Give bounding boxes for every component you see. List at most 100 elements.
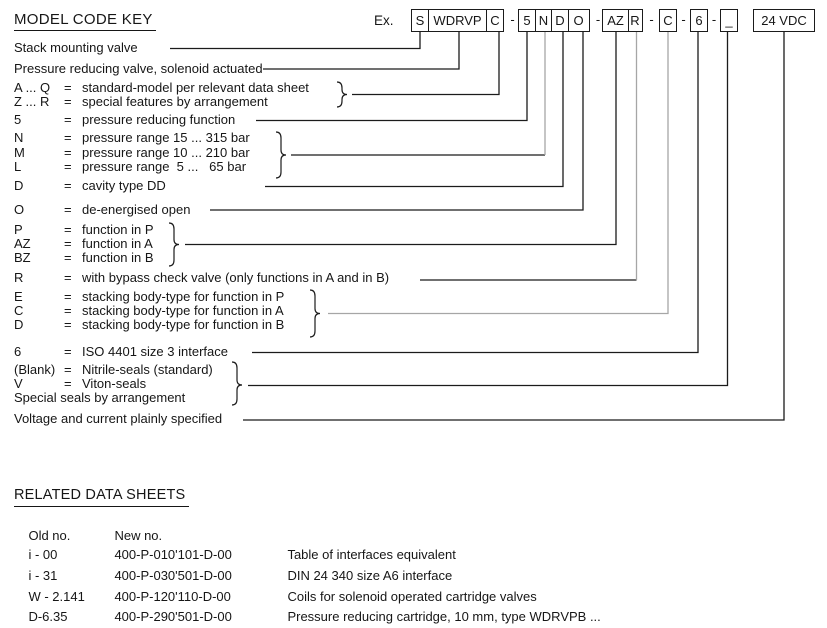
key-code: AZ (14, 236, 31, 251)
key-code: V (14, 376, 23, 391)
related-data-sheets-title: RELATED DATA SHEETS (14, 488, 190, 507)
key-code: BZ (14, 250, 31, 265)
voltage-box-label: 24 VDC (753, 9, 815, 32)
key-equals: = (64, 344, 72, 359)
column-header-new-no: New no. (114, 528, 163, 543)
key-code: C (14, 303, 24, 318)
code-segment-3: AZ R (602, 9, 643, 32)
key-equals: = (64, 362, 72, 377)
code-cell-D: D (551, 9, 569, 32)
code-separator: - (595, 12, 601, 27)
key-equals: = (64, 80, 72, 95)
key-description: Stack mounting valve (14, 40, 138, 55)
key-description: with bypass check valve (only functions … (82, 270, 390, 285)
code-separator: - (711, 12, 717, 27)
key-description: pressure range 10 ... 210 bar (82, 145, 250, 160)
key-description: cavity type DD (82, 178, 166, 193)
code-segment-6: _ (720, 9, 738, 32)
key-equals: = (64, 145, 72, 160)
key-equals: = (64, 159, 72, 174)
key-description: Special seals by arrangement (14, 390, 186, 405)
key-code: A ... Q (14, 80, 51, 95)
key-code: L (14, 159, 22, 174)
key-row: (Blank) = Nitrile-seals (standard) (14, 363, 213, 377)
key-equals: = (64, 94, 72, 109)
code-segment-5: 6 (690, 9, 708, 32)
key-row: L=pressure range 5 ... 65 bar (14, 160, 246, 174)
key-row: P=function in P (14, 223, 154, 237)
brace-stacking (309, 289, 321, 338)
key-equals: = (64, 376, 72, 391)
new-no: 400-P-290'501-D-00 (114, 609, 232, 624)
key-equals: = (64, 112, 72, 127)
sheet-description: DIN 24 340 size A6 interface (287, 568, 453, 583)
related-row: D-6.35 400-P-290'501-D-00 Pressure reducin… (14, 596, 601, 628)
key-code: O (14, 202, 25, 217)
key-row: 5=pressure reducing function (14, 113, 235, 127)
key-equals: = (64, 130, 72, 145)
key-equals: = (64, 178, 72, 193)
new-no: 400-P-120'110-D-00 (114, 589, 231, 604)
code-cell-AZ: AZ (602, 9, 629, 32)
key-code: Z ... R (14, 94, 50, 109)
key-equals: = (64, 202, 72, 217)
key-row: Z ... R = special features by arrangement (14, 95, 268, 109)
key-row: BZ=function in B (14, 251, 154, 265)
voltage-box: 24 VDC (753, 9, 815, 32)
code-cell-5: 5 (518, 9, 536, 32)
column-header-old-no: Old no. (28, 528, 71, 543)
key-description: special features by arrangement (82, 94, 268, 109)
key-row: A ... Q=standard-model per relevant data… (14, 81, 309, 95)
key-equals: = (64, 303, 72, 318)
code-separator: - (681, 12, 686, 27)
key-description: pressure range 15 ... 315 bar (82, 130, 250, 145)
sheet-description: Pressure reducing cartridge, 10 mm, type… (287, 609, 601, 624)
old-no: i - 31 (28, 568, 58, 583)
old-no: D-6.35 (28, 609, 68, 624)
sheet-description: Table of interfaces equivalent (287, 547, 456, 562)
code-segment-1: S WDRVP C (411, 9, 504, 32)
key-row: Voltage and current plainly specified (14, 412, 222, 426)
brace-standard-special (336, 81, 348, 108)
page-title: MODEL CODE KEY (14, 12, 156, 31)
sheet-description: Coils for solenoid operated cartridge va… (287, 589, 537, 604)
key-equals: = (64, 270, 72, 285)
code-separator: - (649, 12, 654, 27)
old-no: i - 00 (28, 547, 58, 562)
brace-function (168, 222, 180, 267)
key-description: Viton-seals (82, 376, 147, 391)
key-code: 5 (14, 112, 22, 127)
code-cell-N: N (534, 9, 553, 32)
key-code: N (14, 130, 24, 145)
key-code: M (14, 145, 25, 160)
key-description: ISO 4401 size 3 interface (82, 344, 228, 359)
code-cell-C2: C (659, 9, 677, 32)
key-row: O=de-energised open (14, 203, 190, 217)
example-label: Ex. (374, 13, 394, 28)
key-description: stacking body-type for function in A (82, 303, 284, 318)
key-code: (Blank) (14, 362, 56, 377)
key-description: Nitrile-seals (standard) (82, 362, 213, 377)
key-equals: = (64, 317, 72, 332)
key-row: N = pressure range 15 ... 315 bar (14, 131, 250, 145)
key-equals: = (64, 222, 72, 237)
key-description: function in A (82, 236, 153, 251)
key-description: stacking body-type for function in P (82, 289, 285, 304)
key-equals: = (64, 236, 72, 251)
code-segment-4: C (659, 9, 677, 32)
key-code: R (14, 270, 24, 285)
key-row: R = with bypass check valve (only function… (14, 271, 389, 285)
connector-lines-black (170, 31, 785, 421)
code-cell-O: O (567, 9, 590, 32)
code-cell-WDRVP: WDRVP (427, 9, 488, 32)
brace-group (168, 81, 348, 406)
key-code: E (14, 289, 23, 304)
code-cell-R: R (627, 9, 643, 32)
key-equals: = (64, 250, 72, 265)
key-code: P (14, 222, 23, 237)
key-row: Special seals by arrangement (14, 391, 185, 405)
key-row: E=stacking body-type for function in P (14, 290, 284, 304)
